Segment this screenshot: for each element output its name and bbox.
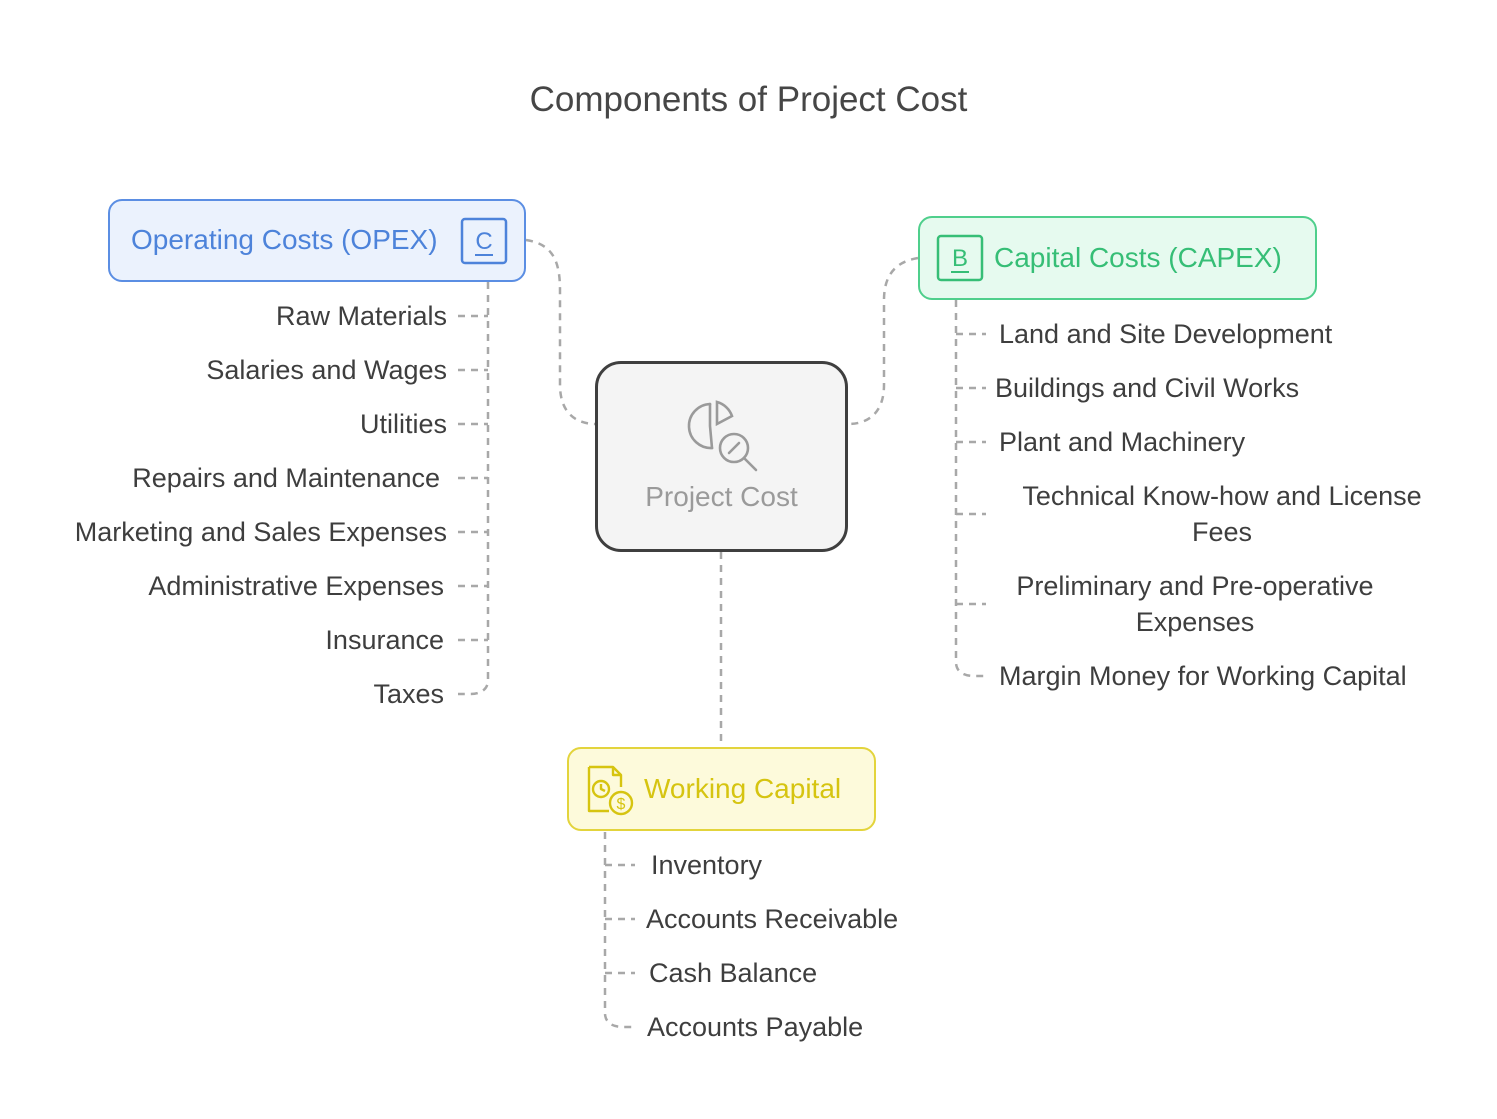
working-capital-node[interactable]: $ Working Capital [567,747,876,831]
capex-item: Technical Know-how and License Fees [1022,481,1422,547]
wc-item: Accounts Receivable [646,904,899,934]
opex-item: Salaries and Wages [206,355,447,385]
connector-capex-center [847,256,919,426]
opex-item: Administrative Expenses [148,571,444,601]
capex-label: Capital Costs (CAPEX) [994,242,1282,273]
letter-b-glyph: B [952,245,968,272]
opex-spine [458,282,490,696]
wc-item: Inventory [651,850,763,880]
opex-item: Repairs and Maintenance [132,463,440,493]
opex-item: Taxes [373,679,444,709]
project-cost-node[interactable]: Project Cost [595,361,848,552]
opex-item: Raw Materials [275,301,447,331]
capex-item: Land and Site Development [999,319,1333,349]
opex-item: Utilities [359,409,447,439]
capex-item: Buildings and Civil Works [995,373,1300,403]
opex-label: Operating Costs (OPEX) [131,224,438,255]
wc-item: Accounts Payable [647,1012,864,1042]
diagram-title: Components of Project Cost [529,80,968,119]
capex-item: Plant and Machinery [999,427,1246,457]
document-clock-dollar-icon: $ [587,765,634,816]
letter-b-icon: B [936,234,984,282]
opex-item: Marketing and Sales Expenses [74,517,447,547]
opex-item: Insurance [325,625,444,655]
project-cost-label: Project Cost [645,481,798,512]
letter-c-glyph: C [475,228,492,255]
capex-node[interactable]: B Capital Costs (CAPEX) [918,216,1317,300]
wc-spine [603,832,635,1029]
pie-chart-magnifier-icon [687,400,758,472]
working-capital-label: Working Capital [644,773,842,804]
letter-c-icon: C [460,217,508,265]
connector-opex-center [525,238,597,426]
capex-item: Margin Money for Working Capital [999,661,1407,691]
opex-node[interactable]: Operating Costs (OPEX) C [108,199,526,282]
wc-item: Cash Balance [649,958,818,988]
capex-item: Preliminary and Pre-operative Expenses [1016,571,1374,637]
svg-text:$: $ [617,796,626,813]
capex-spine [954,300,986,678]
